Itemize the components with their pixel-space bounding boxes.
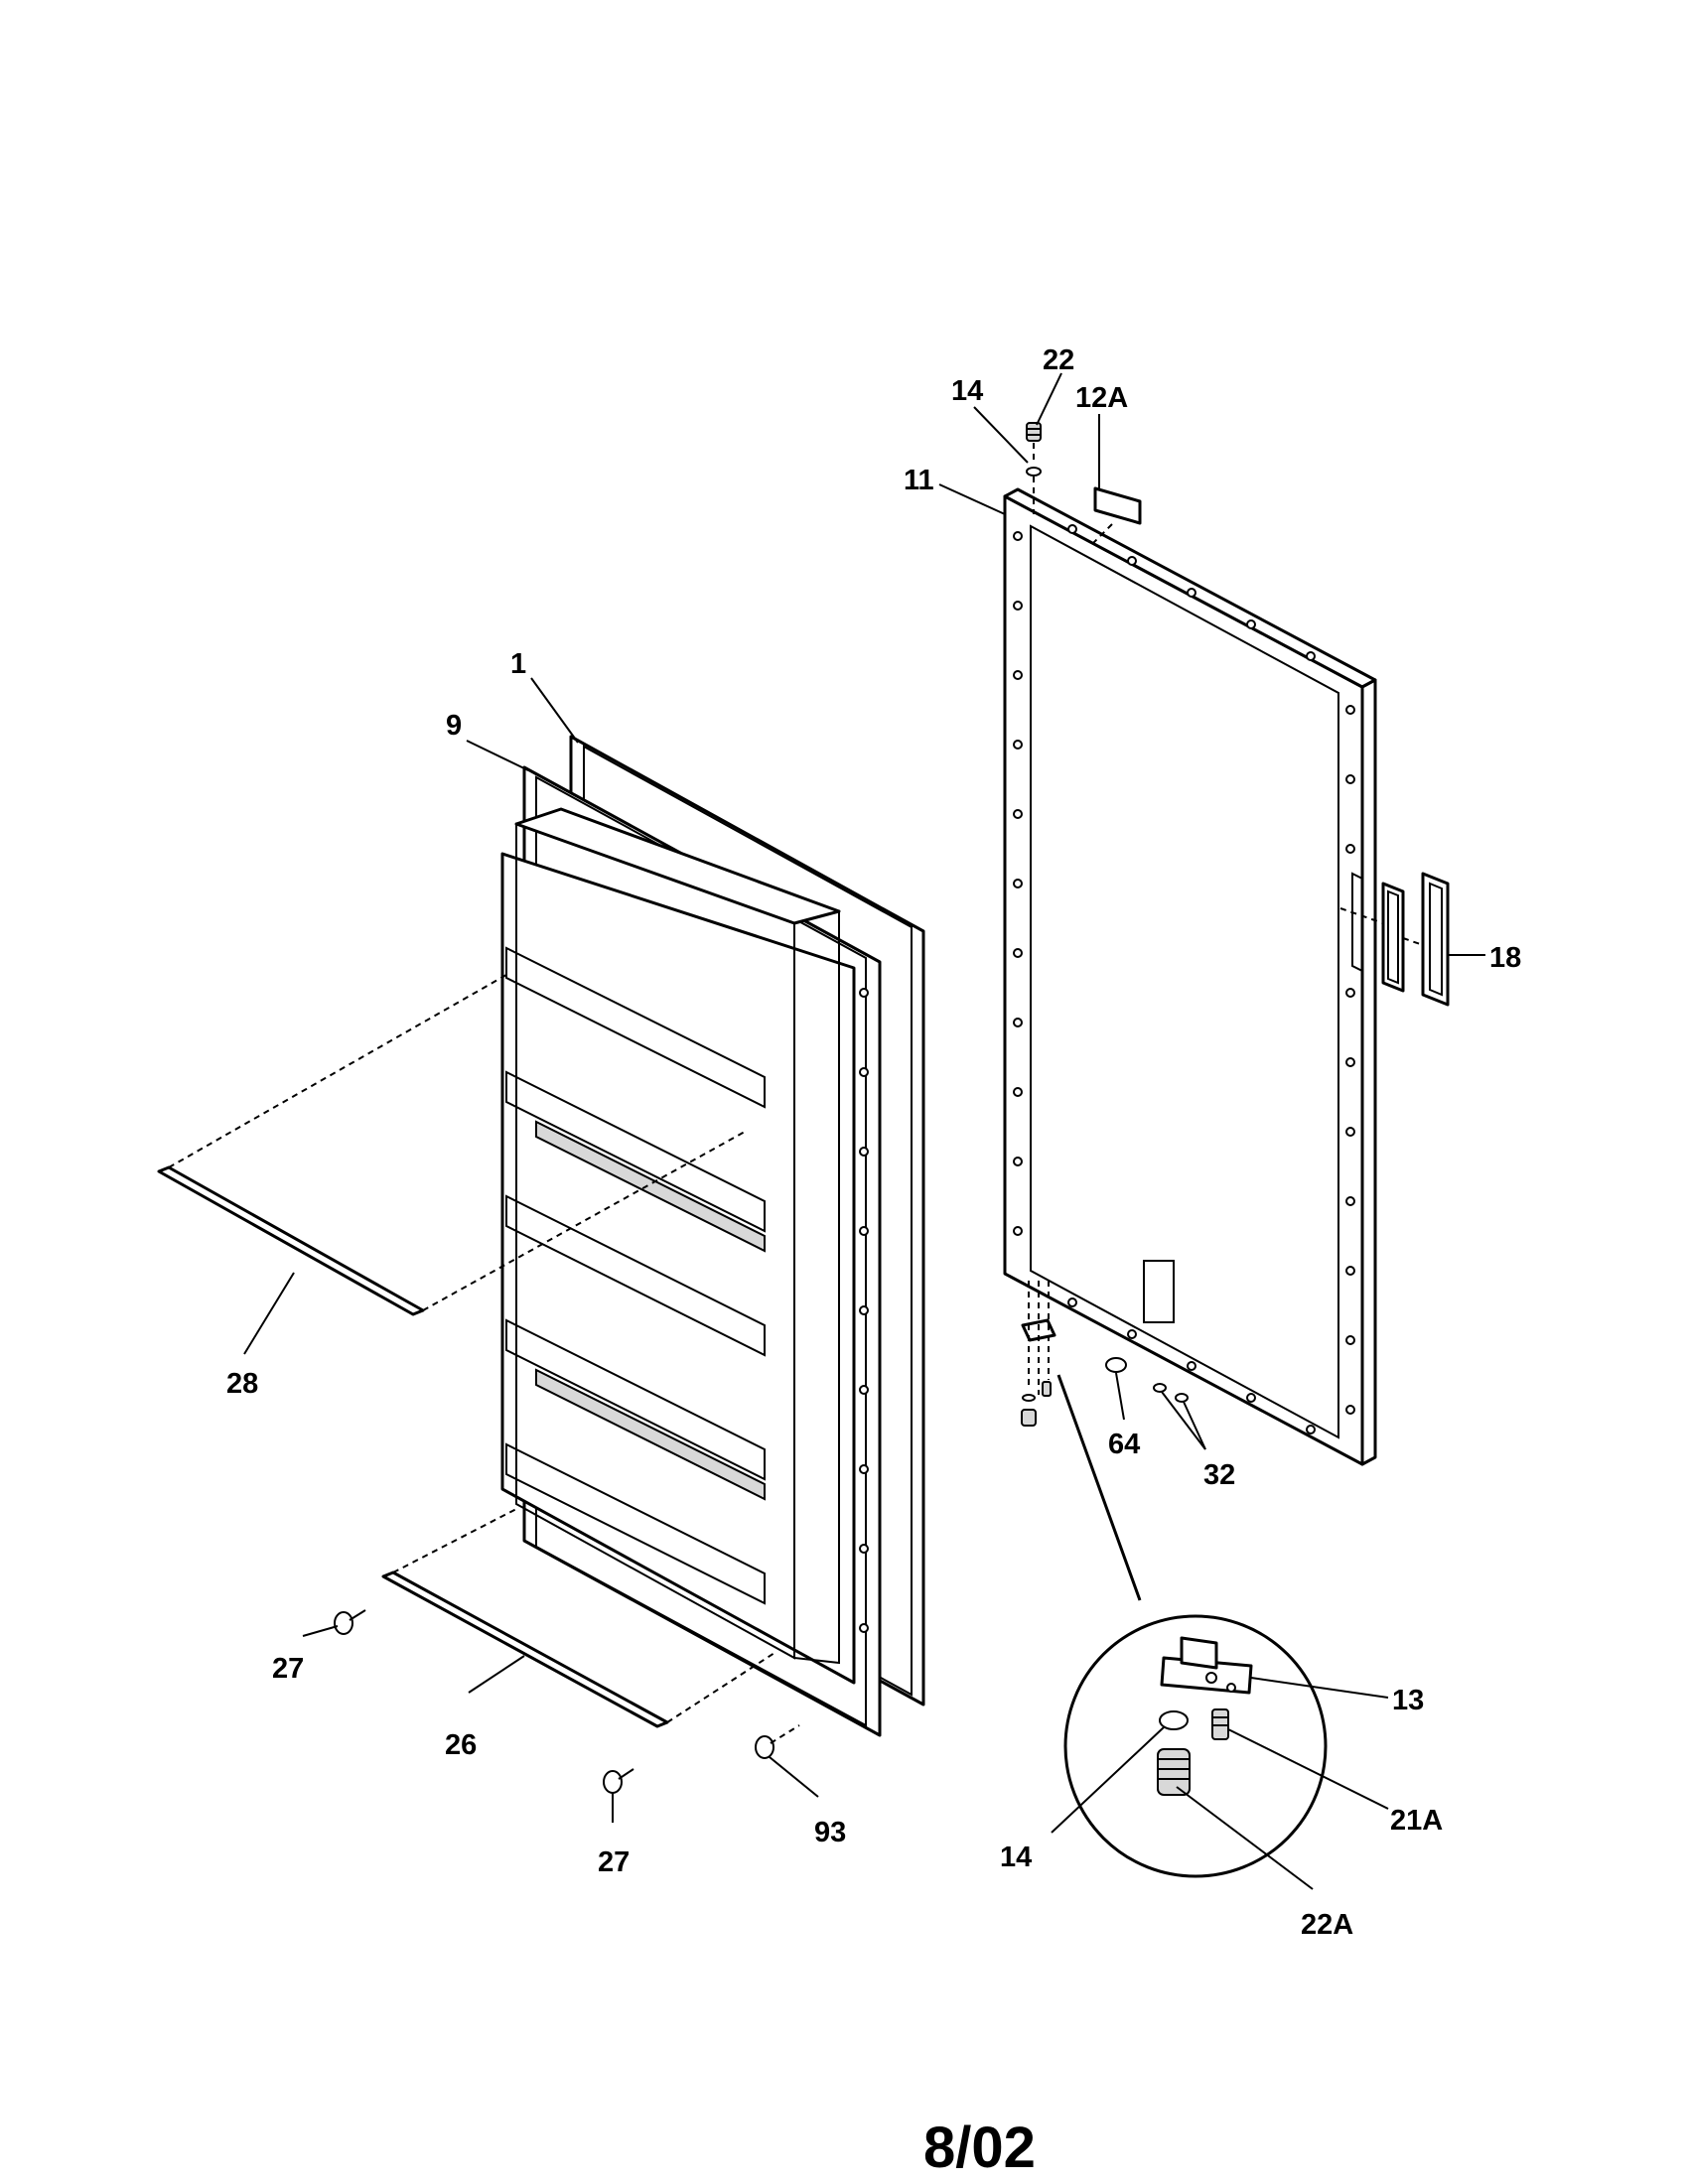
- detail-hinge-bracket: [1160, 1636, 1253, 1695]
- top-hinge-pin: [1026, 422, 1042, 442]
- callout-12a: 12A: [1075, 382, 1128, 414]
- callout-27-bottom: 27: [598, 1846, 630, 1878]
- plug-32-b: [1175, 1393, 1189, 1403]
- callout-9: 9: [446, 710, 462, 742]
- fastener-27-left: [334, 1609, 366, 1635]
- liner-screw-holes: [859, 988, 869, 1633]
- callout-64: 64: [1108, 1429, 1140, 1460]
- callout-labels: 1 9 11 12A 14 22 18 64 32 13 21A 14 22A …: [226, 344, 1521, 1941]
- callout-32: 32: [1203, 1459, 1235, 1491]
- door-handle: [1339, 872, 1450, 1007]
- detail-screw: [1211, 1708, 1229, 1740]
- grommet-64: [1105, 1357, 1127, 1373]
- callout-18: 18: [1489, 942, 1521, 974]
- callout-14-top: 14: [951, 375, 983, 407]
- callout-13: 13: [1392, 1685, 1424, 1716]
- door-shelves: [505, 946, 766, 1605]
- detail-hinge-pin: [1157, 1748, 1191, 1796]
- callout-26: 26: [445, 1729, 477, 1761]
- outer-door-panel: [1003, 487, 1377, 1466]
- shelf-grilles: [535, 1120, 766, 1501]
- screw-93: [755, 1724, 800, 1759]
- plug-32-a: [1153, 1383, 1167, 1393]
- door-liner: [500, 807, 869, 1685]
- callout-11: 11: [904, 465, 934, 496]
- fastener-27-bottom: [603, 1768, 634, 1794]
- callout-93: 93: [814, 1817, 846, 1848]
- callout-21a: 21A: [1390, 1805, 1443, 1837]
- callout-27-left: 27: [272, 1653, 304, 1685]
- shelf-bar-28: [157, 1165, 425, 1316]
- detail-circle: [1063, 1614, 1328, 1878]
- footer-date: 8/02: [923, 2116, 1036, 2180]
- label-strip: [1093, 486, 1142, 525]
- panel-screw-holes: [1013, 524, 1355, 1434]
- detail-washer: [1159, 1710, 1189, 1730]
- bottom-hinge-parts: [1021, 1281, 1189, 1427]
- callout-22-top: 22: [1043, 344, 1074, 376]
- callout-22a: 22A: [1301, 1909, 1353, 1941]
- callout-1: 1: [510, 648, 526, 680]
- top-washer: [1026, 467, 1042, 477]
- callout-14-detail: 14: [1000, 1842, 1032, 1873]
- callout-28: 28: [226, 1368, 258, 1400]
- leader-lines: [243, 372, 1485, 1890]
